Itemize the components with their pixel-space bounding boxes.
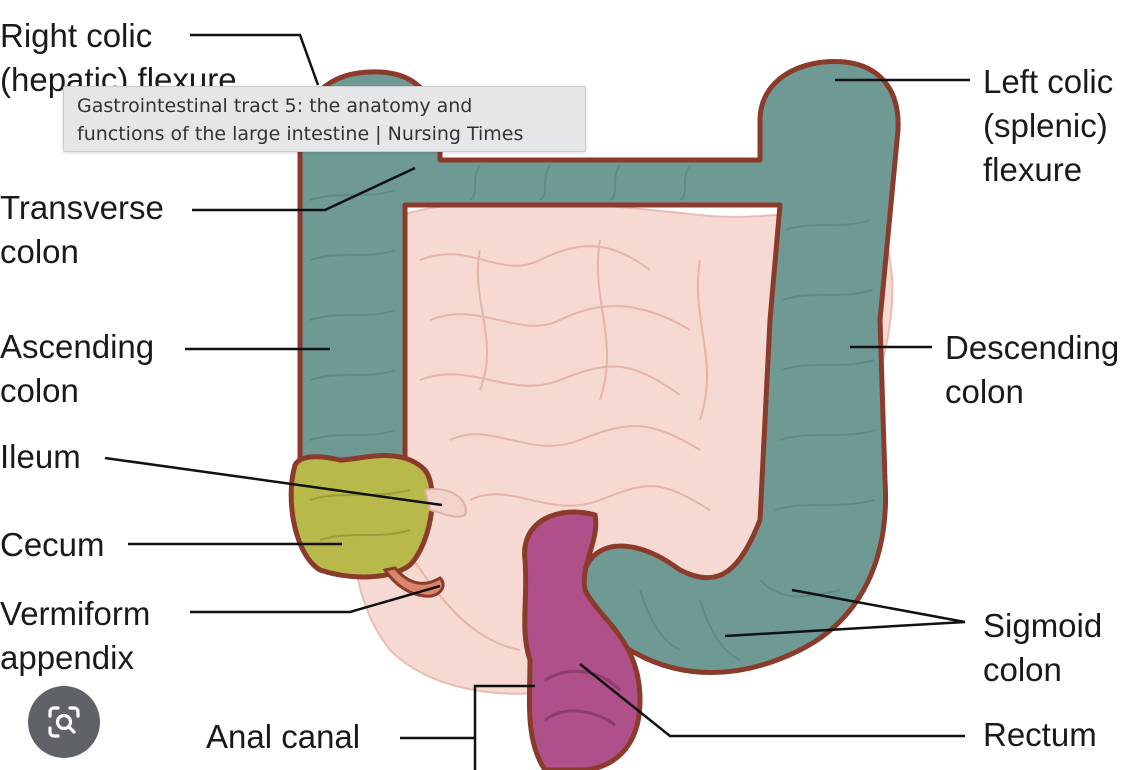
leader-lines (104, 33, 970, 770)
label-left-colic-line2: (splenic) (983, 107, 1108, 144)
label-cecum: Cecum (0, 526, 105, 563)
visual-search-icon (48, 706, 80, 738)
label-right-colic-line1: Right colic (0, 17, 153, 54)
label-transverse-line1: Transverse (0, 189, 164, 226)
label-transverse-colon: Transverse colon (0, 186, 164, 274)
visual-search-button[interactable] (28, 686, 100, 758)
label-ascending-line2: colon (0, 372, 79, 409)
label-ileum: Ileum (0, 438, 81, 475)
label-sigmoid-colon: Sigmoid colon (983, 604, 1102, 692)
label-appendix-line1: Vermiform (0, 595, 151, 632)
label-anal-canal: Anal canal (206, 718, 361, 755)
label-transverse-line2: colon (0, 233, 79, 270)
label-sigmoid-line2: colon (983, 651, 1062, 688)
tooltip-line1: Gastrointestinal tract 5: the anatomy an… (77, 95, 473, 117)
label-sigmoid-line1: Sigmoid (983, 607, 1103, 644)
label-right-colic-flexure: Right colic (hepatic) flexure (0, 14, 237, 102)
image-title-tooltip: Gastrointestinal tract 5: the anatomy an… (63, 86, 586, 152)
label-left-colic-line3: flexure (983, 151, 1083, 188)
label-vermiform-appendix: Vermiform appendix (0, 592, 150, 680)
label-left-colic-flexure: Left colic (splenic) flexure (983, 60, 1113, 192)
label-appendix-line2: appendix (0, 639, 134, 676)
label-rectum: Rectum (983, 716, 1097, 753)
label-left-colic-line1: Left colic (983, 63, 1114, 100)
cecum (288, 453, 435, 580)
label-ascending-line1: Ascending (0, 328, 155, 365)
rectum (522, 509, 643, 770)
tooltip-line2: functions of the large intestine | Nursi… (77, 123, 524, 145)
label-descending-line1: Descending (945, 329, 1120, 366)
label-descending-colon: Descending colon (945, 326, 1119, 414)
ileum (423, 488, 467, 518)
label-ascending-colon: Ascending colon (0, 325, 154, 413)
label-descending-line2: colon (945, 373, 1024, 410)
